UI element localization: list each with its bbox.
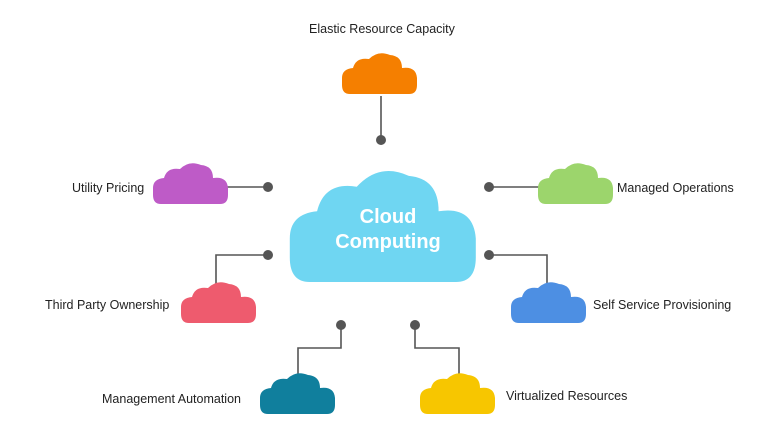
label-elastic-resource-capacity: Elastic Resource Capacity bbox=[309, 22, 455, 36]
central-cloud: Cloud Computing bbox=[289, 171, 476, 282]
elastic-resource-capacity-cloud-icon bbox=[342, 53, 417, 94]
connector-virtualized bbox=[414, 325, 460, 380]
label-virtualized-resources: Virtualized Resources bbox=[506, 389, 628, 403]
label-utility-pricing: Utility Pricing bbox=[72, 181, 145, 195]
connector-self-service bbox=[489, 254, 548, 287]
managed-operations-cloud-icon bbox=[538, 163, 613, 204]
connector-management bbox=[297, 325, 342, 380]
utility-pricing-cloud-icon bbox=[153, 163, 228, 204]
dot-management bbox=[336, 320, 346, 330]
dot-elastic bbox=[376, 135, 386, 145]
connector-dots bbox=[263, 135, 494, 330]
center-title-line2: Computing bbox=[335, 231, 441, 253]
self-service-provisioning-cloud-icon bbox=[511, 282, 586, 323]
dot-managed bbox=[484, 182, 494, 192]
dot-third-party bbox=[263, 250, 273, 260]
label-third-party-ownership: Third Party Ownership bbox=[45, 298, 170, 312]
label-management-automation: Management Automation bbox=[102, 392, 241, 406]
dot-utility bbox=[263, 182, 273, 192]
center-title-line1: Cloud bbox=[360, 206, 417, 228]
connectors bbox=[215, 96, 548, 380]
third-party-ownership-cloud-icon bbox=[181, 282, 256, 323]
label-managed-operations: Managed Operations bbox=[617, 181, 734, 195]
label-self-service-provisioning: Self Service Provisioning bbox=[593, 298, 732, 312]
dot-virtualized bbox=[410, 320, 420, 330]
management-automation-cloud-icon bbox=[260, 373, 335, 414]
dot-self-service bbox=[484, 250, 494, 260]
virtualized-resources-cloud-icon bbox=[420, 373, 495, 414]
connector-third-party bbox=[215, 254, 268, 285]
